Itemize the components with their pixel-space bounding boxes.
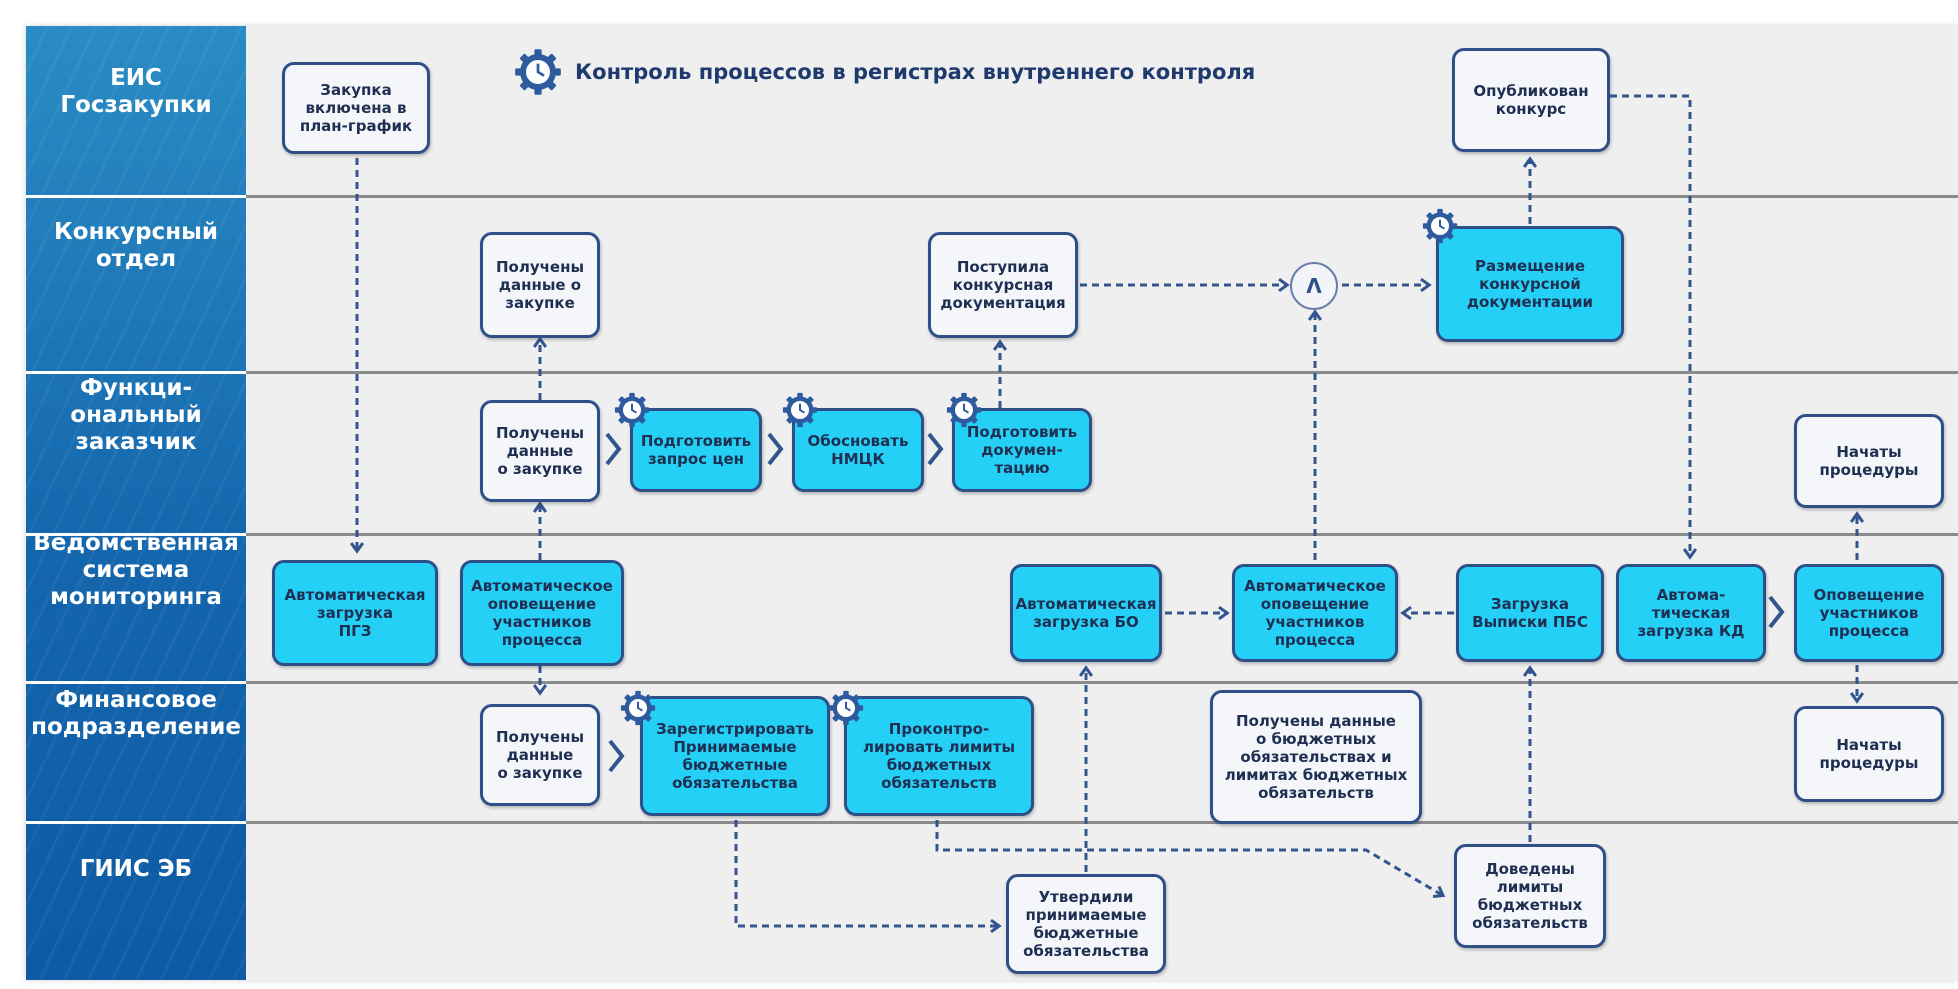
node-nachaty-procedury-2: Начаты процедуры: [1794, 706, 1944, 802]
lane-divider: [26, 821, 246, 824]
lane-label-konkursny-otdel: Конкурсный отдел: [54, 219, 218, 272]
lane-divider: [26, 681, 246, 684]
lane-divider: [246, 821, 1958, 824]
connector-opubl-to-kd: [1610, 94, 1690, 556]
node-zapros-cen: Подготовить запрос цен: [630, 408, 762, 492]
node-avto-opoveschenie-2: Автоматическое оповещение участников про…: [1232, 564, 1398, 662]
chevron-arrow-fin-to-registr: [608, 739, 625, 773]
node-polucheny-konkurs: Получены данные о закупке: [480, 232, 600, 338]
node-avto-pgz: Автоматическая загрузка ПГЗ: [272, 560, 438, 666]
lane-divider: [246, 681, 1958, 684]
lane-label-funkc-zakazchik: Функци- ональный заказчик: [70, 374, 202, 455]
diagram-frame: ЕИС Госзакупки Конкурсный отдел Функци- …: [26, 26, 1958, 980]
node-zakupka-plan: Закупка включена в план-график: [282, 62, 430, 154]
gear-clock-icon: [1422, 208, 1458, 244]
node-opublikovan-konkurs: Опубликован конкурс: [1452, 48, 1610, 152]
gear-clock-icon: [782, 392, 818, 428]
lane-divider: [26, 195, 246, 198]
gear-clock-icon-graphic: [1422, 208, 1458, 244]
chevron-arrow-func-to-zapros: [605, 432, 622, 466]
connector-registr-to-utverdili: [734, 820, 998, 926]
gear-clock-icon-graphic: [946, 392, 982, 428]
lane-label-vedomstvennaya-sistema: Ведомственная система мониторинга: [33, 529, 239, 610]
chevron-arrow-kd-to-opov: [1768, 595, 1785, 629]
chevron-arrow-nmck-to-dok: [927, 432, 944, 466]
chevron-arrow-zapros-to-nmck: [767, 432, 784, 466]
node-utverdili-bo: Утвердили принимаемые бюджетные обязател…: [1006, 874, 1166, 974]
lane-label-eis: ЕИС Госзакупки: [60, 65, 212, 118]
node-nmck: Обосновать НМЦК: [792, 408, 924, 492]
gear-clock-icon: [828, 690, 864, 726]
lane-divider: [26, 533, 246, 536]
node-avto-zagruzka-kd: Автома- тическая загрузка КД: [1616, 564, 1766, 662]
node-opoveschenie-uchastnikov: Оповещение участников процесса: [1794, 564, 1944, 662]
node-avto-opoveschenie-1: Автоматическое оповещение участников про…: [460, 560, 624, 666]
node-postupila-dokumentaciya: Поступила конкурсная документация: [928, 232, 1078, 338]
lane-divider: [246, 533, 1958, 536]
node-polucheny-func: Получены данные о закупке: [480, 400, 600, 502]
lane-divider: [26, 371, 246, 374]
gear-clock-icon-graphic: [620, 690, 656, 726]
gear-clock-icon-graphic: [515, 49, 561, 95]
node-razmeschenie-dokumentacii: Размещение конкурсной документации: [1436, 226, 1624, 342]
node-avto-zagruzka-bo: Автоматическая загрузка БО: [1010, 564, 1162, 662]
and-gateway: Λ: [1290, 262, 1338, 310]
gear-clock-icon-graphic: [614, 392, 650, 428]
node-dovedeny-limity: Доведены лимиты бюджетных обязательств: [1454, 844, 1606, 948]
node-polucheny-dannye-bo: Получены данные о бюджетных обязательств…: [1210, 690, 1422, 824]
node-nachaty-procedury-1: Начаты процедуры: [1794, 414, 1944, 508]
node-registrirovat-bo: Зарегистрировать Принимаемые бюджетные о…: [640, 696, 830, 816]
node-zagruzka-pbs: Загрузка Выписки ПБС: [1456, 564, 1604, 662]
lane-label-finansovoe: Финансовое подразделение: [31, 687, 241, 740]
lane-divider: [246, 371, 1958, 374]
gear-clock-icon: [614, 392, 650, 428]
gear-clock-icon: [514, 48, 562, 96]
lane-label-giis-eb: ГИИС ЭБ: [79, 855, 193, 882]
gear-clock-icon-graphic: [782, 392, 818, 428]
page-title: Контроль процессов в регистрах внутренне…: [575, 60, 1256, 84]
gear-clock-icon: [620, 690, 656, 726]
connector-kontrol-to-dovedeny: [935, 820, 1442, 895]
lane-divider: [246, 195, 1958, 198]
gear-clock-icon-graphic: [828, 690, 864, 726]
gear-clock-icon: [946, 392, 982, 428]
node-kontrol-limity: Проконтро- лировать лимиты бюджетных обя…: [844, 696, 1034, 816]
node-polucheny-fin: Получены данные о закупке: [480, 704, 600, 806]
